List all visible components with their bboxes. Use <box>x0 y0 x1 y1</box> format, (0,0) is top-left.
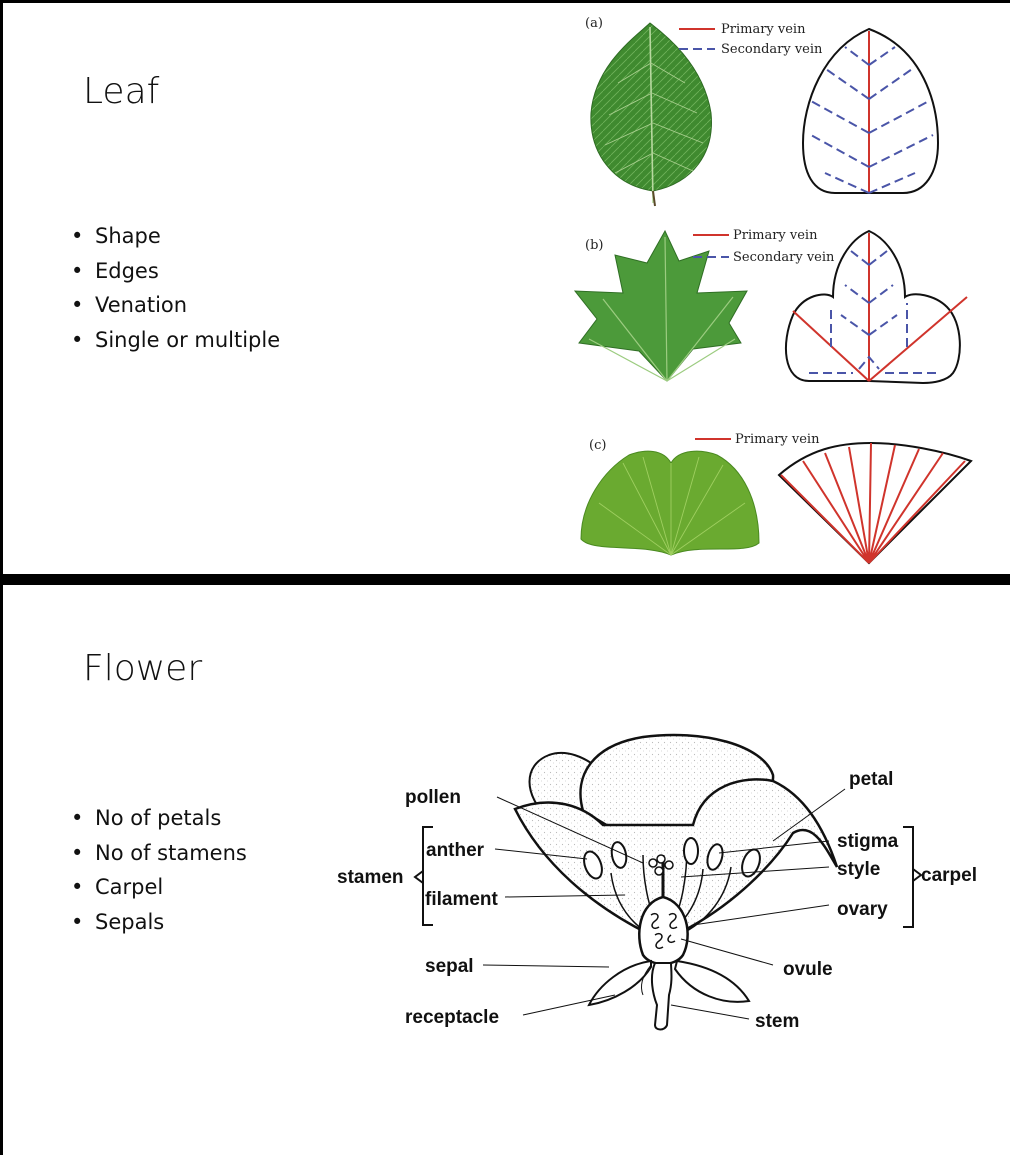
panel-b-tag: (b) <box>585 238 603 253</box>
maple-leaf-photo <box>575 231 747 381</box>
flower-anatomy-diagram: pollen anther stamen filament sepal rece… <box>3 585 1010 1155</box>
label-style: style <box>837 859 880 880</box>
panel-a-legend: Primary vein Secondary vein <box>679 22 823 57</box>
leaf-slide: Leaf Shape Edges Venation Single or mult… <box>3 3 1010 574</box>
label-carpel: carpel <box>921 865 977 886</box>
panel-c-primary-label: Primary vein <box>735 432 820 447</box>
panel-b-secondary-label: Secondary vein <box>733 250 835 265</box>
label-sepal: sepal <box>425 956 474 977</box>
panel-a-secondary-label: Secondary vein <box>721 42 823 57</box>
flower-slide: Flower No of petals No of stamens Carpel… <box>3 585 1010 1155</box>
label-ovary: ovary <box>837 899 888 920</box>
label-pollen: pollen <box>405 787 461 808</box>
label-ovule: ovule <box>783 959 833 980</box>
flower-drawing <box>515 735 837 1030</box>
elliptic-leaf-diagram <box>803 29 938 193</box>
label-petal: petal <box>849 769 893 790</box>
leaf-venation-figure: (a) Primary vein Secondary vein (b) Prim… <box>3 3 1010 574</box>
label-stamen: stamen <box>337 867 404 888</box>
label-anther: anther <box>426 840 485 861</box>
carpel-bracket <box>903 827 921 927</box>
panel-c-tag: (c) <box>589 438 606 453</box>
panel-b-primary-label: Primary vein <box>733 228 818 243</box>
label-stem: stem <box>755 1011 799 1032</box>
panel-a-primary-label: Primary vein <box>721 22 806 37</box>
label-receptacle: receptacle <box>405 1007 499 1028</box>
label-filament: filament <box>425 889 499 910</box>
ginkgo-leaf-photo <box>581 451 759 555</box>
elm-leaf-photo <box>591 23 712 206</box>
panel-c-legend: Primary vein <box>695 432 820 447</box>
fan-leaf-diagram <box>779 443 971 563</box>
label-stigma: stigma <box>837 831 899 852</box>
panel-b-legend: Primary vein Secondary vein <box>693 228 835 265</box>
panel-a-tag: (a) <box>585 16 603 31</box>
